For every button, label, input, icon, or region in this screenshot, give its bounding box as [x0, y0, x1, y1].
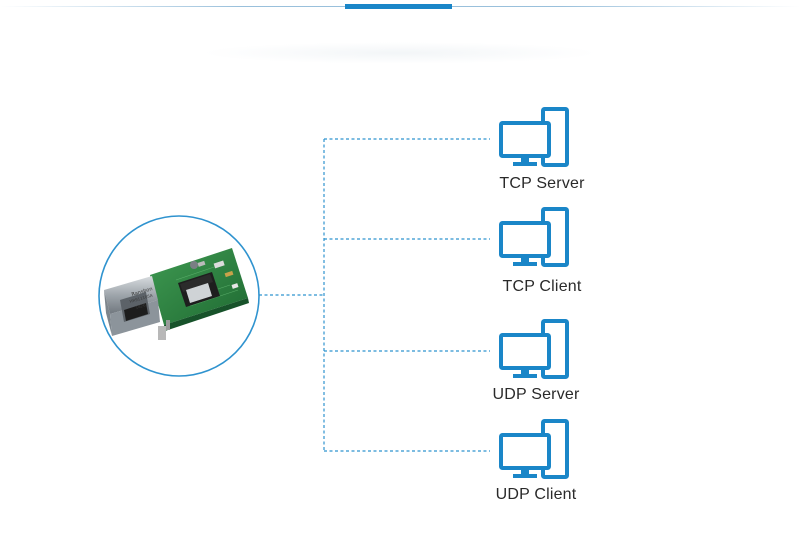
- computer-icon: [499, 207, 569, 267]
- ethernet-module-image: Ransbon HR911105A 1826: [104, 248, 249, 340]
- chip-brand-text: Ransbon: [131, 286, 153, 298]
- chip-code-text: 1826: [135, 302, 147, 310]
- faded-heading: [200, 42, 600, 64]
- computer-icon: [499, 419, 569, 479]
- node-label-udp-server: UDP Server: [492, 386, 580, 403]
- node-label-udp-client: UDP Client: [495, 486, 577, 503]
- top-accent-bar: [345, 4, 452, 9]
- connector-lines: [259, 138, 490, 452]
- module-badge: Ransbon HR911105A 1826: [98, 215, 260, 377]
- node-label-tcp-client: TCP Client: [502, 278, 582, 295]
- computer-icon: [499, 319, 569, 379]
- computer-icon: [499, 107, 569, 167]
- chip-model-text: HR911105A: [129, 293, 154, 304]
- node-label-tcp-server: TCP Server: [499, 175, 585, 192]
